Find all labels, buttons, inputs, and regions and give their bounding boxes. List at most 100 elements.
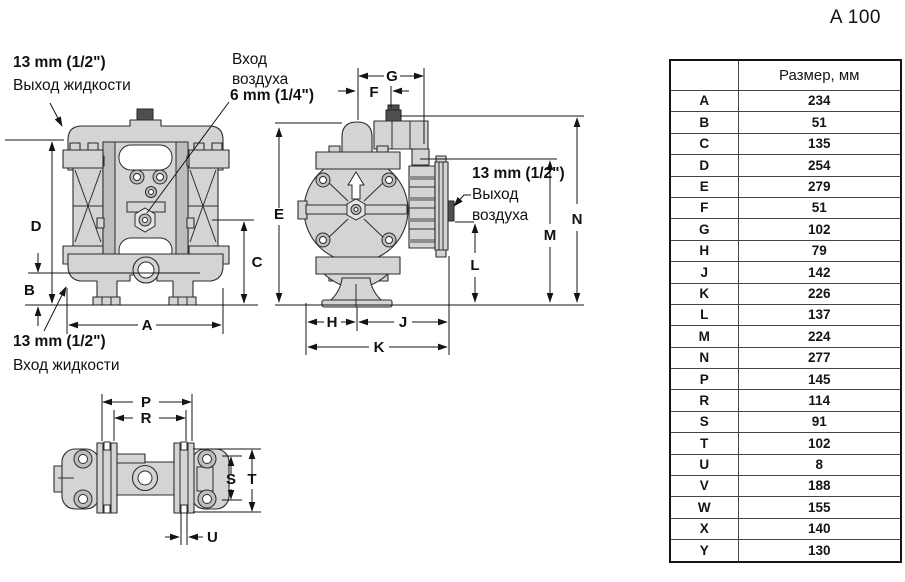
dim-letter-cell: F	[669, 196, 739, 220]
dim-letter-cell: D	[669, 154, 739, 177]
dim-letter-cell: V	[669, 475, 739, 498]
dim-value-cell: 140	[737, 517, 902, 541]
pump-drawing: D B C A 13 mm (1/2") Выход жидкости Вход…	[5, 51, 584, 546]
dim-label-t: T	[247, 471, 256, 488]
dim-value-cell: 188	[737, 475, 902, 498]
dim-letter-cell: L	[669, 303, 739, 327]
dim-value-cell: 135	[737, 132, 902, 156]
letter-column-header	[669, 59, 739, 91]
dim-value-cell: 102	[737, 218, 902, 241]
dim-letter-cell: J	[669, 261, 739, 284]
dim-label-r: R	[141, 410, 152, 427]
dim-label-a: A	[142, 317, 153, 334]
dim-letter-cell: R	[669, 389, 739, 412]
air-inlet-label-2: воздуха	[232, 71, 289, 88]
dim-value-cell: 277	[737, 346, 902, 370]
dim-letter-cell: X	[669, 517, 739, 541]
fluid-inlet-label: Вход жидкости	[13, 357, 120, 374]
dim-value-cell: 279	[737, 175, 902, 198]
dim-letter-cell: C	[669, 132, 739, 156]
dim-letter-cell: N	[669, 346, 739, 370]
dim-value-cell: 102	[737, 432, 902, 455]
front-view-pump-body	[62, 108, 230, 306]
front-view-callouts: 13 mm (1/2") Выход жидкости Вход воздуха…	[13, 51, 314, 374]
dim-value-cell: 79	[737, 239, 902, 263]
dim-value-cell: 145	[737, 368, 902, 391]
dim-label-k: K	[374, 339, 385, 356]
air-outlet-label-1: Выход	[472, 186, 518, 203]
dim-label-j: J	[399, 314, 407, 331]
side-view-callouts: 13 mm (1/2") Выход воздуха	[472, 165, 565, 224]
dim-label-l: L	[470, 257, 479, 274]
dim-letter-cell: U	[669, 453, 739, 477]
dim-letter-cell: E	[669, 175, 739, 198]
dim-value-cell: 51	[737, 196, 902, 220]
dim-label-s: S	[226, 471, 236, 488]
bottom-view-dimensions: P R S T U	[101, 394, 261, 546]
dim-value-cell: 130	[737, 539, 902, 563]
dim-label-u: U	[207, 529, 218, 546]
dim-letter-cell: B	[669, 111, 739, 134]
dim-value-cell: 234	[737, 89, 902, 113]
dim-value-cell: 254	[737, 154, 902, 177]
fluid-inlet-leader	[43, 286, 67, 332]
dim-letter-cell: P	[669, 368, 739, 391]
dim-label-h: H	[327, 314, 338, 331]
dim-value-cell: 137	[737, 303, 902, 327]
dim-letter-cell: T	[669, 432, 739, 455]
air-valve-fitting-icon	[385, 109, 402, 123]
dim-value-cell: 224	[737, 325, 902, 348]
dim-label-m: M	[544, 227, 557, 244]
dim-letter-cell: A	[669, 89, 739, 113]
dim-value-cell: 51	[737, 111, 902, 134]
table-header-row: Размер, мм	[669, 59, 902, 91]
dim-letter-cell: K	[669, 282, 739, 305]
dim-label-f: F	[369, 84, 378, 101]
dim-letter-cell: S	[669, 410, 739, 434]
dim-label-n: N	[572, 211, 583, 228]
dim-letter-cell: H	[669, 239, 739, 263]
dim-value-cell: 226	[737, 282, 902, 305]
dim-value-cell: 155	[737, 496, 902, 519]
dim-label-c: C	[252, 254, 263, 271]
dim-label-g: G	[386, 68, 398, 85]
fluid-outlet-label: Выход жидкости	[13, 77, 131, 94]
fluid-outlet-leader	[49, 102, 63, 127]
dim-label-d: D	[31, 218, 42, 235]
dim-value-cell: 8	[737, 453, 902, 477]
bottom-view-pump-body	[53, 441, 230, 514]
side-view-dimensions: G F E N M L H J K	[274, 68, 584, 356]
page-title: A 100	[829, 7, 881, 28]
air-inlet-size: 6 mm (1/4")	[230, 87, 314, 104]
dim-letter-cell: Y	[669, 539, 739, 563]
dim-letter-cell: M	[669, 325, 739, 348]
dim-label-b: B	[24, 282, 35, 299]
dim-value-cell: 91	[737, 410, 902, 434]
dim-label-e: E	[274, 206, 284, 223]
side-view-pump-body	[297, 104, 455, 308]
air-outlet-leader	[453, 194, 471, 207]
fluid-inlet-size: 13 mm (1/2")	[13, 333, 106, 350]
air-outlet-size: 13 mm (1/2")	[472, 165, 565, 182]
